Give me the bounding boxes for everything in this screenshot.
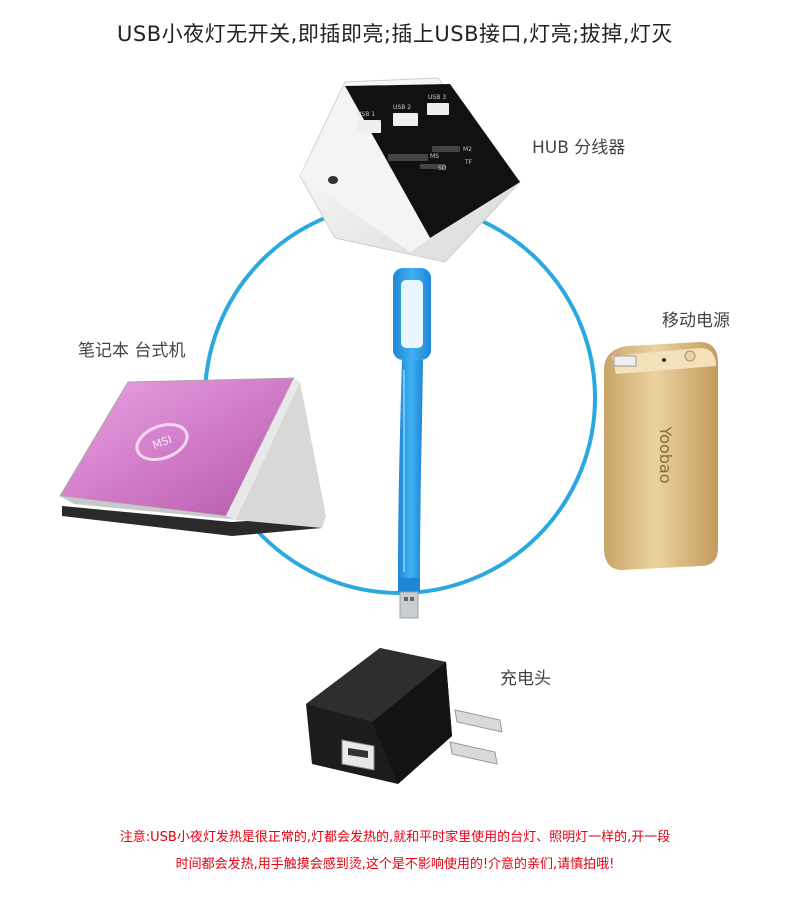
hub-slot-label: M2	[463, 146, 472, 153]
hub-slot-label: SD	[438, 165, 447, 172]
usb-charger	[306, 648, 503, 784]
laptop: MSI	[59, 377, 326, 536]
power-bank: Yoobao	[604, 342, 718, 570]
headline: USB小夜灯无开关,即插即亮;插上USB接口,灯亮;拔掉,灯灭	[117, 22, 673, 46]
hub-slot-label: TF	[464, 159, 473, 166]
usb-lamp	[393, 268, 431, 619]
hub-port-label: USB 3	[428, 94, 446, 101]
hub-port-label: USB 1	[357, 111, 375, 118]
notice-line-1: 注意:USB小夜灯发热是很正常的,灯都会发热的,就和平时家里使用的台灯、照明灯一…	[119, 830, 671, 845]
notice-line-2: 时间都会发热,用手触摸会感到烫,这个是不影响使用的!介意的亲们,请慎拍哦!	[175, 857, 615, 872]
power-bank-brand: Yoobao	[656, 426, 675, 484]
charger-label: 充电头	[500, 669, 551, 689]
hub-slot-label: MS	[430, 153, 439, 160]
laptop-logo: MSI	[151, 433, 174, 452]
hub-label: HUB 分线器	[532, 138, 626, 158]
hub-port-label: USB 2	[393, 104, 411, 111]
hub-splitter: USB 1 USB 2 USB 3 MS M2 SD TF	[299, 77, 521, 263]
power-bank-label: 移动电源	[662, 311, 730, 331]
laptop-label: 笔记本 台式机	[78, 341, 186, 361]
